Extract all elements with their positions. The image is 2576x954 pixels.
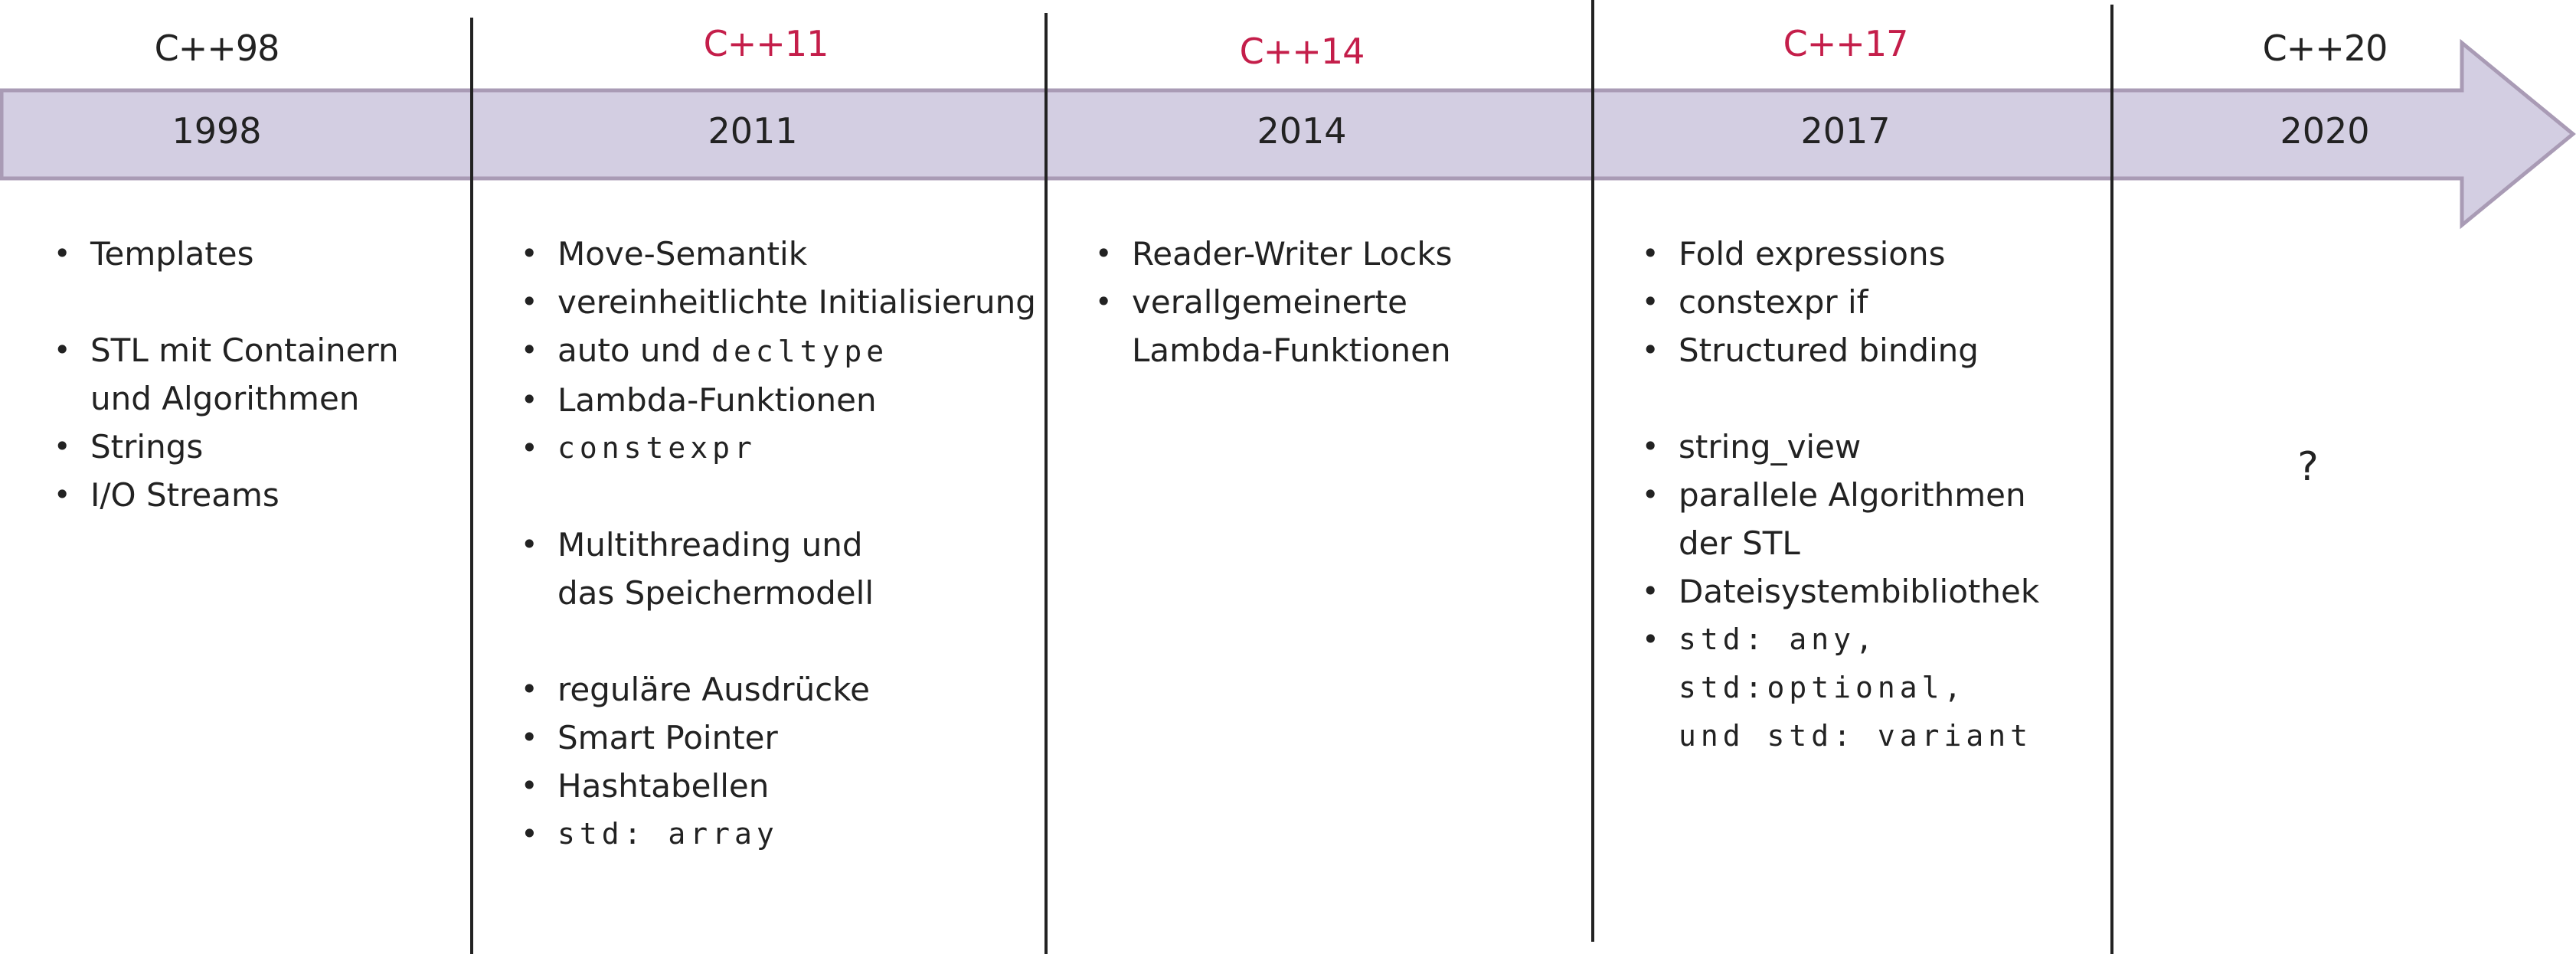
feature-item: verallgemeinerte [1095,278,1453,326]
feature-item: STL mit Containern [54,326,399,374]
feature-item: Move-Semantik [521,230,1036,278]
feature-item-code: constexpr [521,424,1036,472]
year-1998: 1998 [172,110,262,152]
feature-item: Smart Pointer [521,714,1036,762]
divider [2110,5,2113,954]
spacer [1642,374,2039,423]
divider [1591,0,1594,942]
feature-item: reguläre Ausdrücke [521,665,1036,714]
feature-item: string_view [1642,423,2039,471]
feature-item: Lambda-Funktionen [521,376,1036,424]
feature-item: Fold expressions [1642,230,2039,278]
year-2020: 2020 [2280,110,2370,152]
feature-item-continued: der STL [1679,524,1800,562]
feature-item: Hashtabellen [521,762,1036,810]
feature-item: vereinheitlichte Initialisierung [521,278,1036,326]
feature-item-code-continued: std:optional, [1679,671,1966,704]
standard-label-cpp14: C++14 [1239,31,1365,72]
feature-item-code: std: array [521,810,1036,858]
feature-item-continued: Lambda-Funktionen [1132,332,1451,369]
year-2017: 2017 [1800,110,1891,152]
feature-item: Dateisystembibliothek [1642,567,2039,616]
divider [1044,13,1048,954]
features-cpp17: Fold expressions constexpr if Structured… [1642,230,2039,760]
standard-label-cpp11: C++11 [703,23,829,64]
feature-item: constexpr if [1642,278,2039,326]
features-cpp14: Reader-Writer Locks verallgemeinerte Lam… [1095,230,1453,374]
feature-text: auto und [557,332,712,369]
features-cpp11: Move-Semantik vereinheitlichte Initialis… [521,230,1036,858]
feature-item: auto und decltype [521,326,1036,376]
feature-code: decltype [711,335,889,368]
feature-item: Multithreading und [521,521,1036,569]
unknown-features-mark: ? [2297,444,2319,490]
feature-item: I/O Streams [54,471,399,519]
feature-item: Reader-Writer Locks [1095,230,1453,278]
divider [470,18,473,954]
features-cpp98: Templates STL mit Containern und Algorit… [54,230,399,519]
feature-item: Strings [54,423,399,471]
standard-label-cpp17: C++17 [1783,23,1909,64]
spacer [521,617,1036,665]
standard-label-cpp20: C++20 [2262,28,2388,69]
feature-item: parallele Algorithmen [1642,471,2039,519]
year-2011: 2011 [708,110,798,152]
feature-item: Templates [54,230,399,278]
feature-item: Structured binding [1642,326,2039,374]
standard-label-cpp98: C++98 [154,28,280,69]
year-2014: 2014 [1257,110,1347,152]
feature-item-code: std: any, [1642,616,2039,664]
spacer [521,472,1036,521]
feature-item-code-continued: und std: variant [1679,719,2033,753]
feature-item-continued: das Speichermodell [557,574,874,612]
spacer [54,278,399,326]
feature-item-continued: und Algorithmen [90,380,360,417]
